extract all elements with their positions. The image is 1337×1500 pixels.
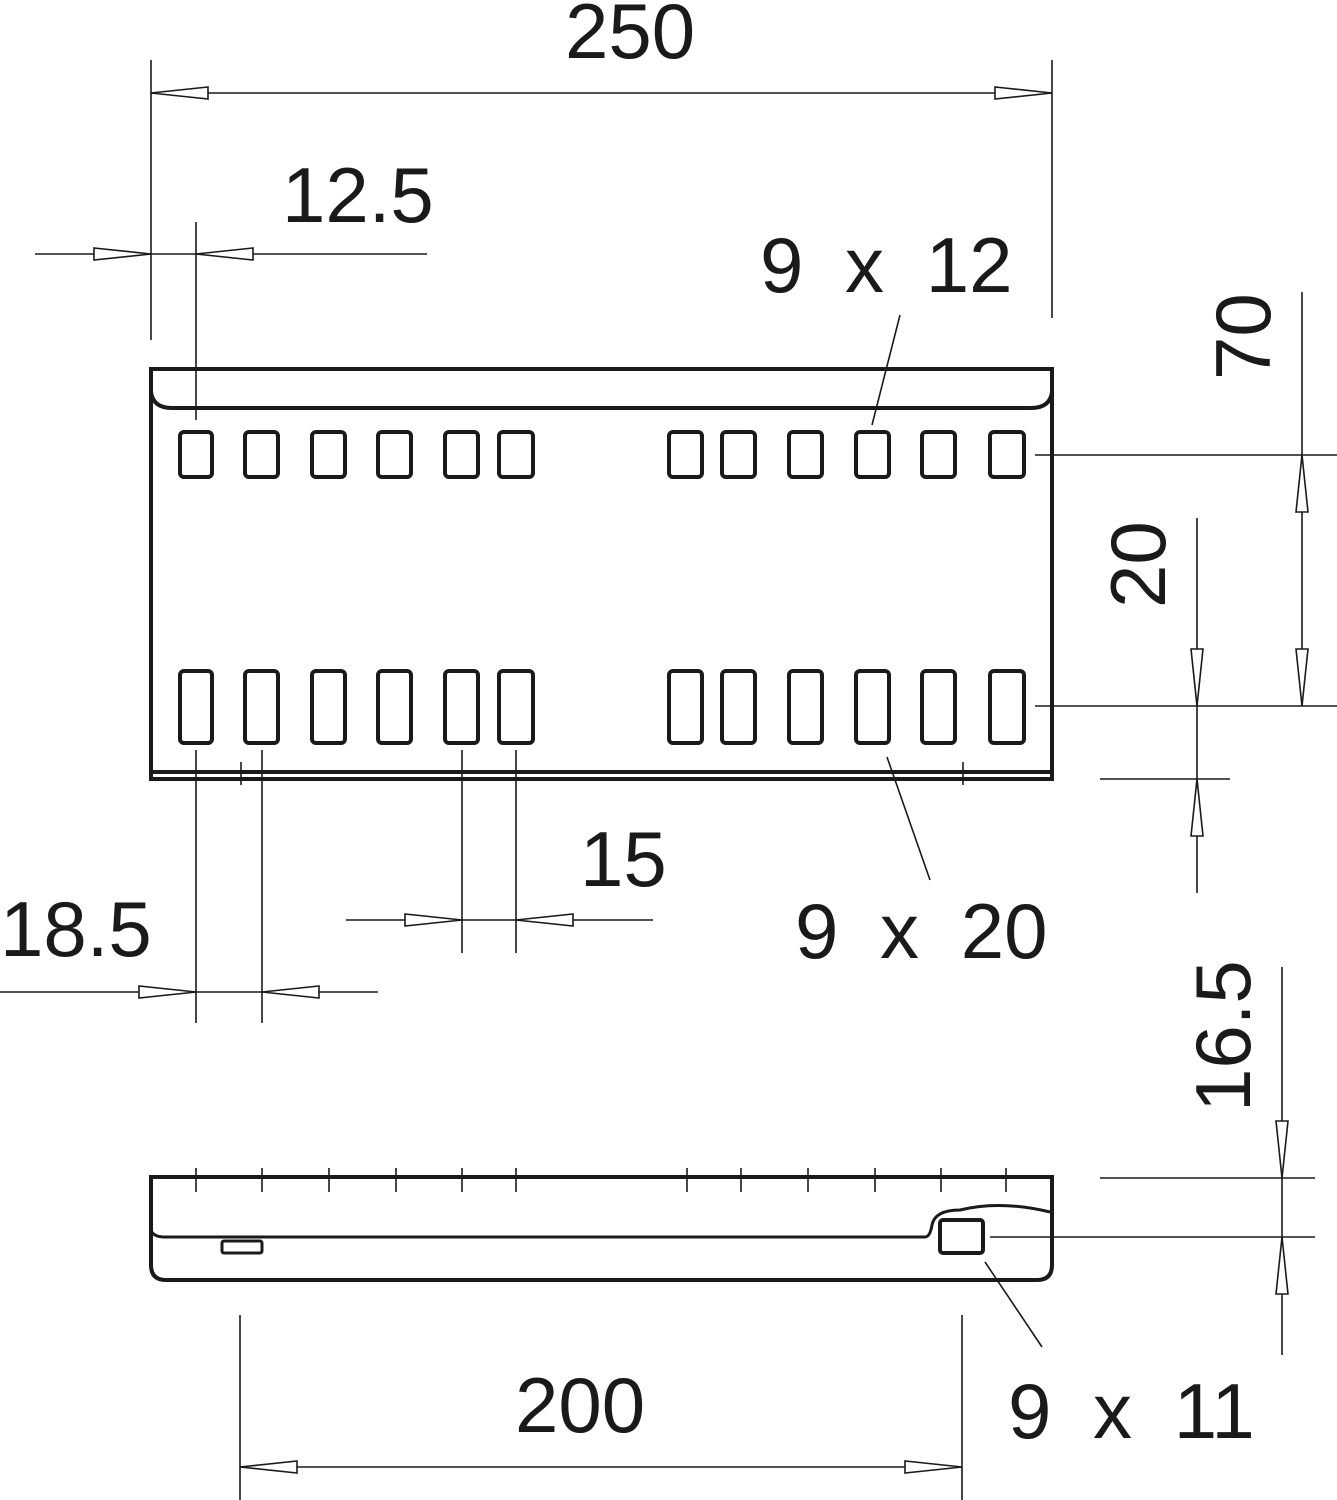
arrow-head bbox=[93, 247, 152, 261]
dim-250: 250 bbox=[565, 0, 695, 75]
dim-9x12: 9 x 12 bbox=[760, 221, 1012, 309]
plate-side-view bbox=[149, 1168, 1054, 1282]
slot-9x12 bbox=[243, 430, 280, 479]
side-tab bbox=[220, 1239, 264, 1255]
slot-9x20 bbox=[443, 669, 480, 745]
dimension-arrows bbox=[93, 86, 1309, 1474]
slot-9x12 bbox=[988, 430, 1026, 479]
slot-9x20 bbox=[988, 669, 1026, 745]
slot-9x12 bbox=[920, 430, 957, 479]
arrow-head bbox=[1275, 1236, 1289, 1295]
arrow-head bbox=[150, 86, 209, 100]
dim-70: 70 bbox=[1199, 293, 1287, 380]
plate-top-view bbox=[149, 367, 1054, 781]
slot-9x20 bbox=[787, 669, 824, 745]
slot-9x20 bbox=[376, 669, 413, 745]
slot-9x12 bbox=[443, 430, 480, 479]
arrow-head bbox=[994, 86, 1053, 100]
side-slot bbox=[938, 1218, 985, 1255]
slot-9x20 bbox=[497, 669, 535, 745]
slot-9x20 bbox=[178, 669, 214, 745]
arrow-head bbox=[904, 1460, 963, 1474]
slot-9x12 bbox=[497, 430, 535, 479]
arrow-head bbox=[195, 247, 254, 261]
side-outline bbox=[149, 1175, 1054, 1282]
plate-outline bbox=[149, 367, 1054, 781]
slot-9x20 bbox=[720, 669, 757, 745]
arrow-head bbox=[239, 1460, 298, 1474]
dim-18-5: 18.5 bbox=[0, 885, 152, 973]
arrow-head bbox=[1275, 1120, 1289, 1179]
dim-9x11: 9 x 11 bbox=[1008, 1367, 1255, 1455]
side-inner-line bbox=[149, 1204, 1051, 1239]
slot-9x12 bbox=[310, 430, 347, 479]
slot-9x12 bbox=[854, 430, 891, 479]
dim-15: 15 bbox=[580, 815, 667, 903]
arrow-head bbox=[261, 985, 320, 999]
side-ticks bbox=[195, 1168, 1007, 1192]
slot-9x20 bbox=[920, 669, 957, 745]
slot-9x20 bbox=[310, 669, 347, 745]
slot-9x12 bbox=[178, 430, 214, 479]
arrow-head bbox=[1190, 648, 1204, 707]
arrow-head bbox=[515, 913, 574, 927]
slot-group bbox=[178, 430, 1026, 745]
slot-9x12 bbox=[667, 430, 704, 479]
dim-200: 200 bbox=[515, 1361, 645, 1449]
arrow-head bbox=[1190, 778, 1204, 837]
arrow-head bbox=[1295, 454, 1309, 513]
arrow-head bbox=[1295, 648, 1309, 707]
slot-9x20 bbox=[667, 669, 704, 745]
dim-12-5: 12.5 bbox=[282, 151, 434, 239]
dim-16-5: 16.5 bbox=[1179, 960, 1267, 1112]
slot-9x20 bbox=[854, 669, 891, 745]
slot-9x12 bbox=[720, 430, 757, 479]
slot-9x12 bbox=[376, 430, 413, 479]
slot-9x12 bbox=[787, 430, 824, 479]
plate-lip bbox=[149, 391, 1054, 410]
dim-20: 20 bbox=[1094, 521, 1182, 608]
slot-9x20 bbox=[243, 669, 280, 745]
dim-9x20: 9 x 20 bbox=[795, 887, 1047, 975]
arrow-head bbox=[138, 985, 197, 999]
arrow-head bbox=[404, 913, 463, 927]
